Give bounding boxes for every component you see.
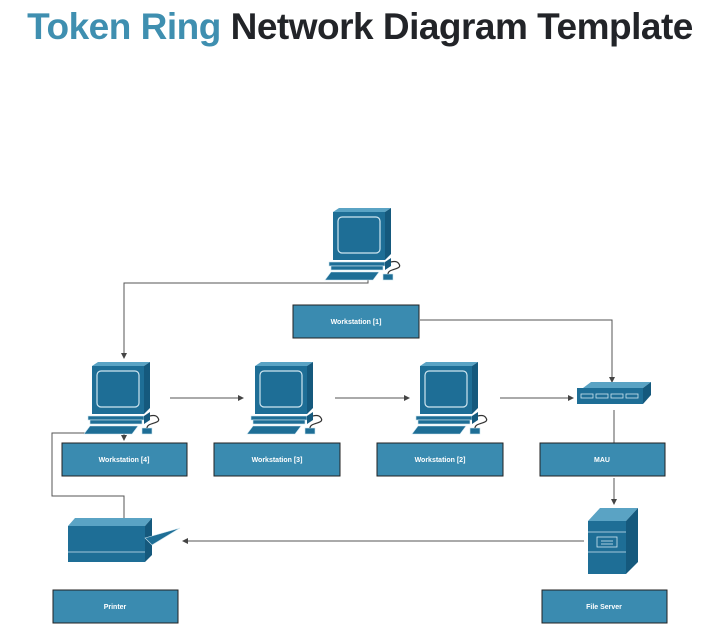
workstation-4-node[interactable]: Workstation [4]: [61, 361, 188, 477]
workstation-2-node[interactable]: Workstation [2]: [376, 361, 504, 477]
computer-icon: [246, 361, 323, 435]
hub-icon: [577, 382, 651, 404]
workstation-4-label: Workstation [4]: [99, 457, 150, 464]
title-rest: Network Diagram Template: [220, 6, 694, 47]
printer-icon: [68, 518, 181, 562]
printer-node[interactable]: Printer: [52, 518, 181, 624]
workstation-3-node[interactable]: Workstation [3]: [213, 361, 341, 477]
computer-icon: [324, 207, 401, 281]
workstation-2-label: Workstation [2]: [415, 457, 466, 464]
computer-icon: [411, 361, 488, 435]
line-ws1-ws4: [121, 280, 369, 359]
workstation-1-label: Workstation [1]: [331, 319, 382, 326]
workstation-3-label: Workstation [3]: [252, 457, 303, 464]
mau-node[interactable]: MAU: [539, 382, 666, 477]
printer-label: Printer: [104, 604, 127, 611]
page-title: Token Ring Network Diagram Template: [0, 6, 720, 48]
title-accent: Token Ring: [27, 6, 221, 47]
fileserver-label: File Server: [586, 604, 622, 611]
line-printer-ws4: [51, 432, 125, 518]
fileserver-node[interactable]: File Server: [541, 508, 668, 624]
server-icon: [588, 508, 638, 574]
workstation-1-node[interactable]: Workstation [1]: [292, 207, 420, 339]
mau-label: MAU: [594, 457, 610, 464]
line-ws1-mau: [420, 319, 615, 383]
computer-icon: [83, 361, 160, 435]
